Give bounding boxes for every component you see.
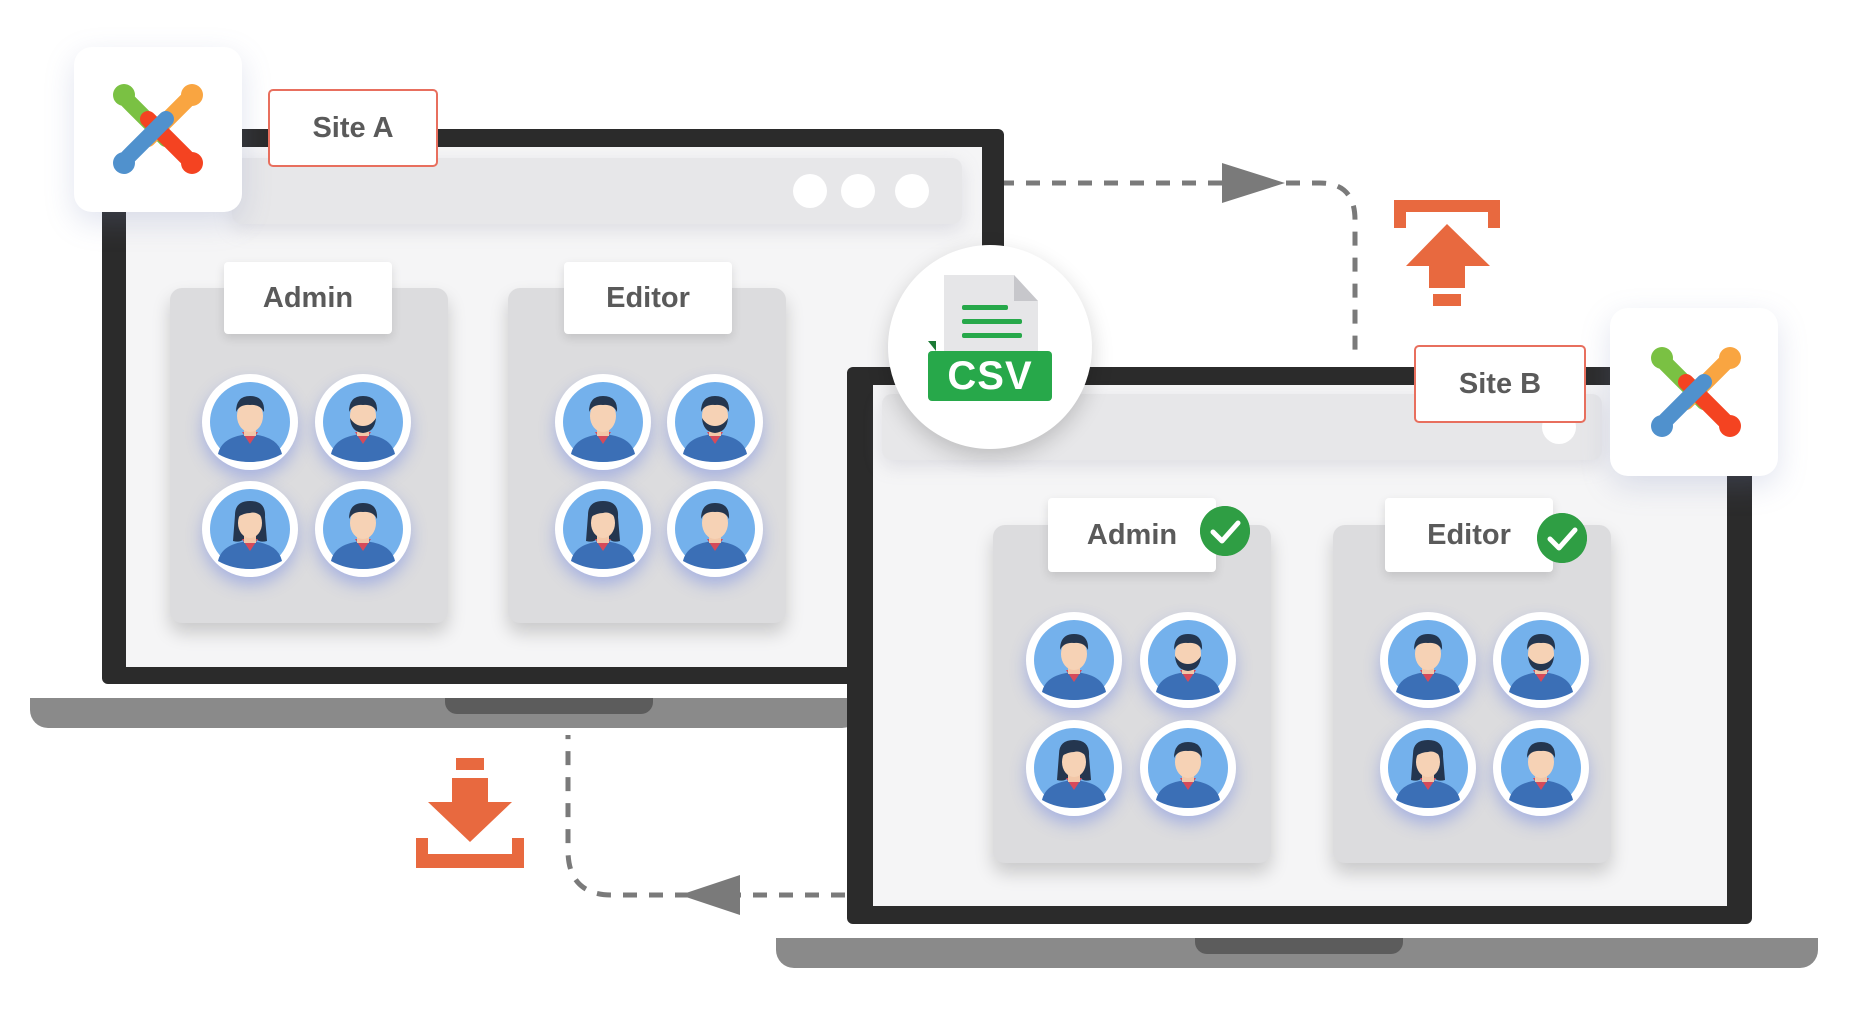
user-avatar-icon (1380, 612, 1476, 708)
site-a-logo-card (74, 47, 242, 212)
site-a-editor-label: Editor (564, 262, 732, 334)
upload-arrow-icon (1394, 200, 1500, 306)
export-arrowhead-icon (1222, 163, 1285, 203)
csv-file-icon (928, 275, 1052, 401)
user-avatar-icon (667, 481, 763, 577)
user-avatar-icon (315, 481, 411, 577)
user-avatar-icon (555, 481, 651, 577)
site-b-admin-label: Admin (1048, 498, 1216, 572)
checkmark-icon (1537, 513, 1587, 563)
site-b-editor-label: Editor (1385, 498, 1553, 572)
site-a-tag: Site A (268, 89, 438, 167)
download-arrow-icon (416, 758, 524, 868)
user-avatar-icon (1380, 720, 1476, 816)
browser-dot (793, 174, 827, 208)
user-avatar-icon (202, 374, 298, 470)
user-avatar-icon (315, 374, 411, 470)
import-connector (565, 735, 845, 898)
user-avatar-icon (1493, 612, 1589, 708)
laptop-b-notch (1195, 938, 1403, 954)
csv-file-badge: CSV (888, 245, 1092, 449)
user-avatar-icon (667, 374, 763, 470)
browser-dot (841, 174, 875, 208)
site-b-logo-card (1610, 308, 1778, 476)
user-avatar-icon (1026, 612, 1122, 708)
laptop-a-browser-bar (232, 158, 962, 224)
joomla-logo-icon (108, 79, 208, 179)
user-avatar-icon (1140, 720, 1236, 816)
site-b-tag: Site B (1414, 345, 1586, 423)
checkmark-icon (1200, 506, 1250, 556)
csv-label: CSV (947, 353, 1033, 398)
user-avatar-icon (1493, 720, 1589, 816)
joomla-logo-icon (1646, 342, 1746, 442)
user-avatar-icon (202, 481, 298, 577)
export-connector (1000, 180, 1358, 350)
user-avatar-icon (1026, 720, 1122, 816)
browser-dot (895, 174, 929, 208)
site-a-admin-label: Admin (224, 262, 392, 334)
user-avatar-icon (555, 374, 651, 470)
import-arrowhead-icon (680, 875, 740, 915)
laptop-a-notch (445, 698, 653, 714)
user-avatar-icon (1140, 612, 1236, 708)
